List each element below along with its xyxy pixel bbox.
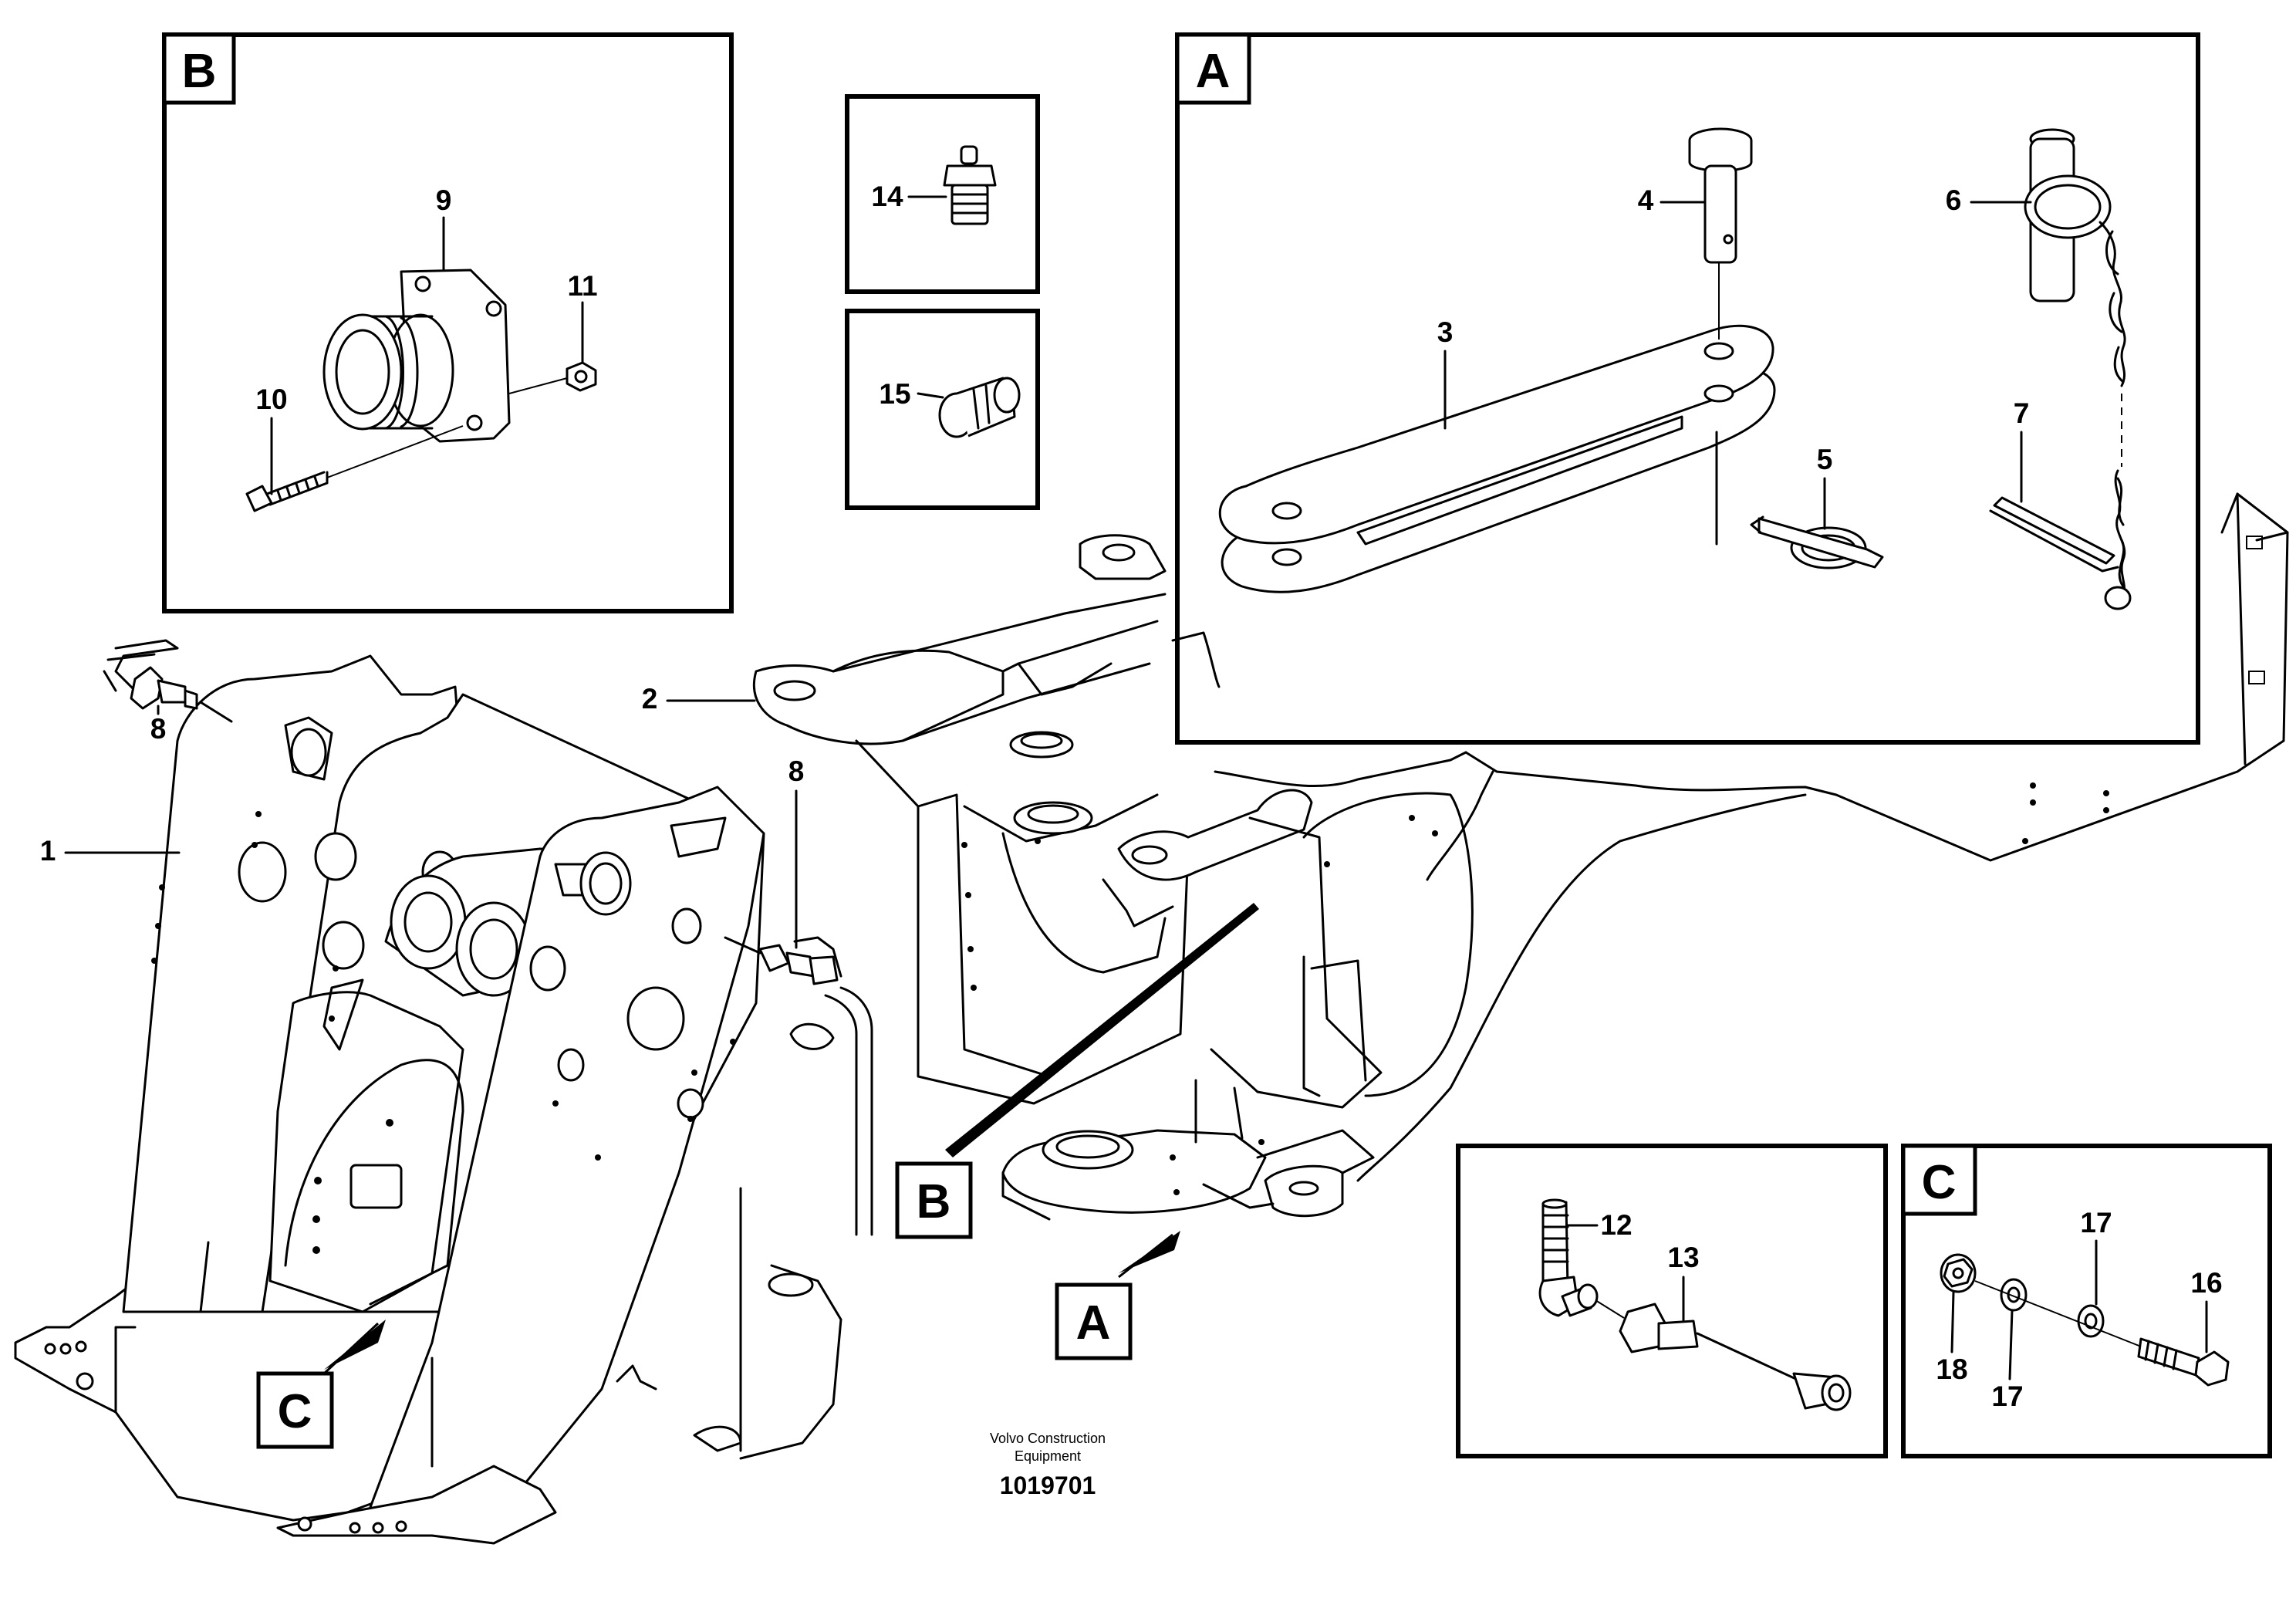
- callout-10: 10: [255, 384, 287, 415]
- detail-box-a: A: [1175, 32, 2200, 745]
- callout-15: 15: [879, 378, 910, 410]
- drawing-number: 1019701: [1000, 1472, 1096, 1499]
- view-marker-c-letter: C: [278, 1385, 312, 1438]
- callout-6: 6: [1946, 184, 1962, 216]
- callout-3: 3: [1437, 316, 1454, 348]
- bolt-part: [245, 425, 464, 512]
- view-marker-a-letter: A: [1076, 1296, 1111, 1350]
- detail-box-c-letter: C: [1922, 1156, 1957, 1209]
- view-marker-c: C: [256, 1320, 386, 1449]
- footer-caption: Volvo Construction Equipment 1019701: [990, 1431, 1106, 1499]
- callout-4: 4: [1638, 184, 1654, 216]
- hose-fitting-part: [1595, 1299, 1852, 1411]
- callout-8-right: 8: [788, 755, 805, 787]
- pin-part: [1688, 127, 1753, 264]
- callout-7: 7: [2014, 397, 2030, 429]
- lube-line-left: [103, 639, 233, 723]
- callout-9: 9: [436, 184, 452, 216]
- callout-17-bottom: 17: [1991, 1380, 2023, 1412]
- view-marker-b: B: [895, 903, 1259, 1239]
- footer-line-2: Equipment: [1015, 1448, 1081, 1464]
- detail-box-14: 14: [845, 94, 1040, 294]
- detail-box-a-letter: A: [1196, 45, 1231, 98]
- callout-12: 12: [1600, 1209, 1632, 1241]
- flange-bolt-part: [2137, 1337, 2230, 1387]
- flange-nut-part: [1940, 1253, 1977, 1293]
- callout-8-left: 8: [150, 713, 167, 745]
- linch-pin-chain-part: [2024, 128, 2132, 610]
- detail-box-b-letter: B: [182, 45, 217, 98]
- washer-part-2: [2077, 1304, 2105, 1338]
- nut-part: [508, 361, 597, 394]
- elbow-fitting-part: [1538, 1198, 1599, 1317]
- callout-16: 16: [2190, 1267, 2222, 1299]
- lube-line-right: [724, 936, 873, 1236]
- grease-nipple-part: [943, 145, 997, 225]
- cotter-pin-part: [1989, 496, 2119, 573]
- lynch-pin-part: [1750, 515, 1884, 569]
- front-link-frame: [752, 534, 1474, 1221]
- view-marker-a: A: [1055, 1231, 1180, 1360]
- detail-box-b: B 9 11 10: [162, 32, 734, 613]
- callout-17-top: 17: [2080, 1207, 2112, 1238]
- front-frame: [14, 654, 842, 1545]
- callout-13: 13: [1667, 1242, 1699, 1273]
- callout-14: 14: [871, 181, 903, 212]
- detail-box-15: 15: [845, 309, 1040, 510]
- view-marker-b-letter: B: [917, 1175, 951, 1228]
- link-arm-part: [1218, 243, 1776, 593]
- callout-5: 5: [1817, 444, 1833, 475]
- callout-18: 18: [1936, 1353, 1967, 1385]
- straight-fitting-part: [938, 377, 1021, 438]
- callout-2: 2: [642, 683, 658, 715]
- footer-line-1: Volvo Construction: [990, 1431, 1106, 1446]
- washer-part-1: [2000, 1278, 2028, 1312]
- callout-11: 11: [567, 270, 597, 302]
- flange-bushing-part: [322, 269, 511, 443]
- detail-box-fittings: 12 13: [1456, 1144, 1888, 1458]
- rear-frame: [1214, 492, 2289, 1182]
- detail-box-c: C 17 16 18 17: [1901, 1144, 2272, 1458]
- callout-1: 1: [40, 835, 56, 867]
